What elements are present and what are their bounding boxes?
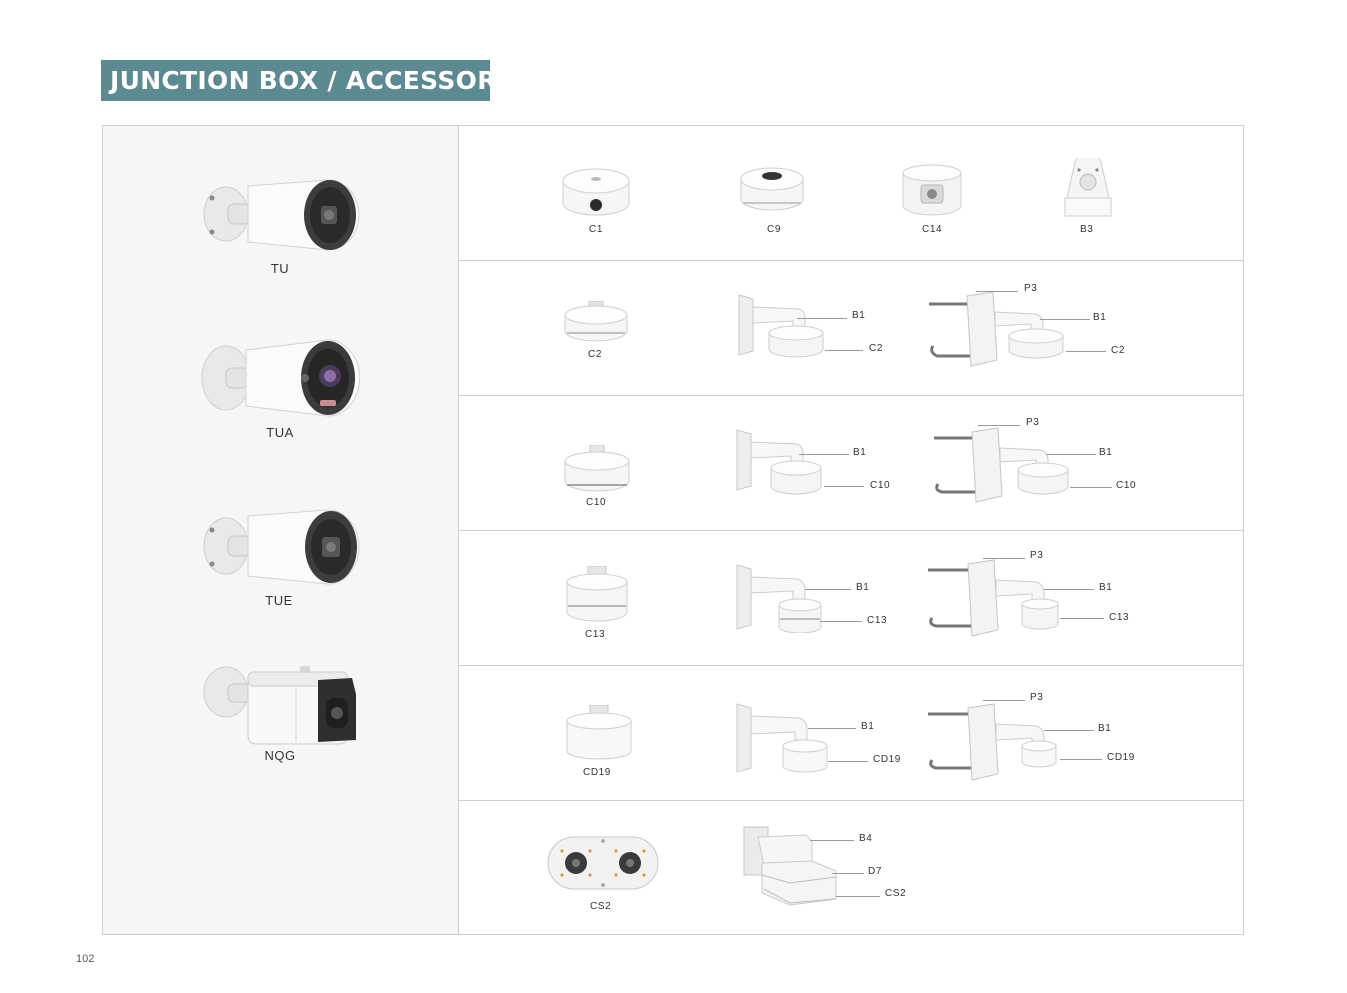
callout-line [808, 728, 856, 729]
page-title: JUNCTION BOX / ACCESSORY [101, 60, 513, 101]
accessory-label-b3: B3 [1080, 224, 1094, 235]
callout-c2: C2 [1111, 345, 1125, 356]
wall-mount-b1-cd19-image [736, 703, 828, 773]
junction-box-c9-image [740, 167, 804, 211]
callout-line [1046, 454, 1096, 455]
bullet-camera-tue-image [203, 509, 360, 585]
row-divider [458, 260, 1244, 261]
callout-line [799, 454, 849, 455]
mounting-plate-cs2-image [547, 836, 659, 890]
wall-mount-b1-c2-image [738, 294, 824, 358]
callout-c10: C10 [870, 480, 891, 491]
callout-c13: C13 [867, 615, 888, 626]
callout-c13: C13 [1109, 612, 1130, 623]
accessory-label-c1: C1 [589, 224, 603, 235]
wall-mount-b4-d7-cs2-image [743, 826, 837, 906]
callout-p3: P3 [1026, 417, 1040, 428]
wall-mount-b1-c13-image [736, 564, 822, 633]
callout-line [1060, 618, 1104, 619]
pole-mount-p3-b1-c13-image [928, 559, 1059, 637]
callout-b1: B1 [1099, 447, 1113, 458]
callout-line [983, 558, 1025, 559]
callout-line [820, 621, 862, 622]
bullet-camera-nqg-image [203, 666, 356, 745]
accessory-label-c9: C9 [767, 224, 781, 235]
callout-line [828, 761, 868, 762]
callout-line [805, 589, 851, 590]
callout-b4: B4 [859, 833, 873, 844]
accessory-label-c10: C10 [586, 497, 607, 508]
junction-box-c13-image [566, 566, 628, 622]
callout-cd19: CD19 [873, 754, 901, 765]
junction-box-c1-image [562, 168, 630, 216]
page-number: 102 [76, 953, 95, 965]
row-divider [458, 530, 1244, 531]
callout-line [810, 840, 854, 841]
callout-b1: B1 [853, 447, 867, 458]
callout-line [1044, 730, 1094, 731]
callout-b1: B1 [861, 721, 875, 732]
junction-box-cd19-image [566, 705, 632, 760]
row-divider [458, 800, 1244, 801]
bracket-b3-image [1064, 158, 1112, 217]
callout-line [1066, 351, 1106, 352]
callout-line [1060, 759, 1102, 760]
accessory-label-c2: C2 [588, 349, 602, 360]
accessory-label-c14: C14 [922, 224, 943, 235]
junction-box-c10-image [564, 445, 630, 492]
callout-line [976, 291, 1018, 292]
callout-cs2: CS2 [885, 888, 907, 899]
callout-line [836, 896, 880, 897]
camera-label-tue: TUE [265, 593, 293, 608]
callout-p3: P3 [1030, 550, 1044, 561]
callout-line [1070, 487, 1112, 488]
callout-b1: B1 [856, 582, 870, 593]
junction-box-c2-image [564, 301, 628, 342]
camera-label-tu: TU [270, 261, 290, 276]
callout-line [1040, 319, 1090, 320]
callout-p3: P3 [1030, 692, 1044, 703]
callout-line [983, 700, 1025, 701]
callout-c2: C2 [869, 343, 883, 354]
callout-line [1044, 589, 1094, 590]
wall-mount-b1-c10-image [736, 429, 822, 495]
junction-box-c14-image [902, 164, 962, 216]
callout-line [978, 425, 1020, 426]
callout-line [824, 486, 864, 487]
callout-line [797, 318, 847, 319]
accessory-label-cs2: CS2 [590, 901, 612, 912]
pole-mount-p3-b1-c10-image [934, 427, 1069, 503]
callout-b1: B1 [1098, 723, 1112, 734]
accessory-label-c13: C13 [585, 629, 606, 640]
row-divider [458, 665, 1244, 666]
camera-label-nqg: NQG [264, 748, 296, 763]
callout-c10: C10 [1116, 480, 1137, 491]
callout-b1: B1 [1099, 582, 1113, 593]
accessory-label-cd19: CD19 [583, 767, 611, 778]
callout-line [832, 873, 864, 874]
callout-b1: B1 [1093, 312, 1107, 323]
callout-cd19: CD19 [1107, 752, 1135, 763]
camera-label-tua: TUA [266, 425, 294, 440]
pole-mount-p3-b1-cd19-image [928, 703, 1057, 781]
callout-p3: P3 [1024, 283, 1038, 294]
callout-b1: B1 [852, 310, 866, 321]
callout-line [825, 350, 863, 351]
row-divider [458, 395, 1244, 396]
bullet-camera-tua-image [201, 339, 360, 417]
callout-d7: D7 [868, 866, 882, 877]
pole-mount-p3-b1-c2-image [929, 291, 1064, 367]
bullet-camera-tu-image [203, 179, 360, 251]
